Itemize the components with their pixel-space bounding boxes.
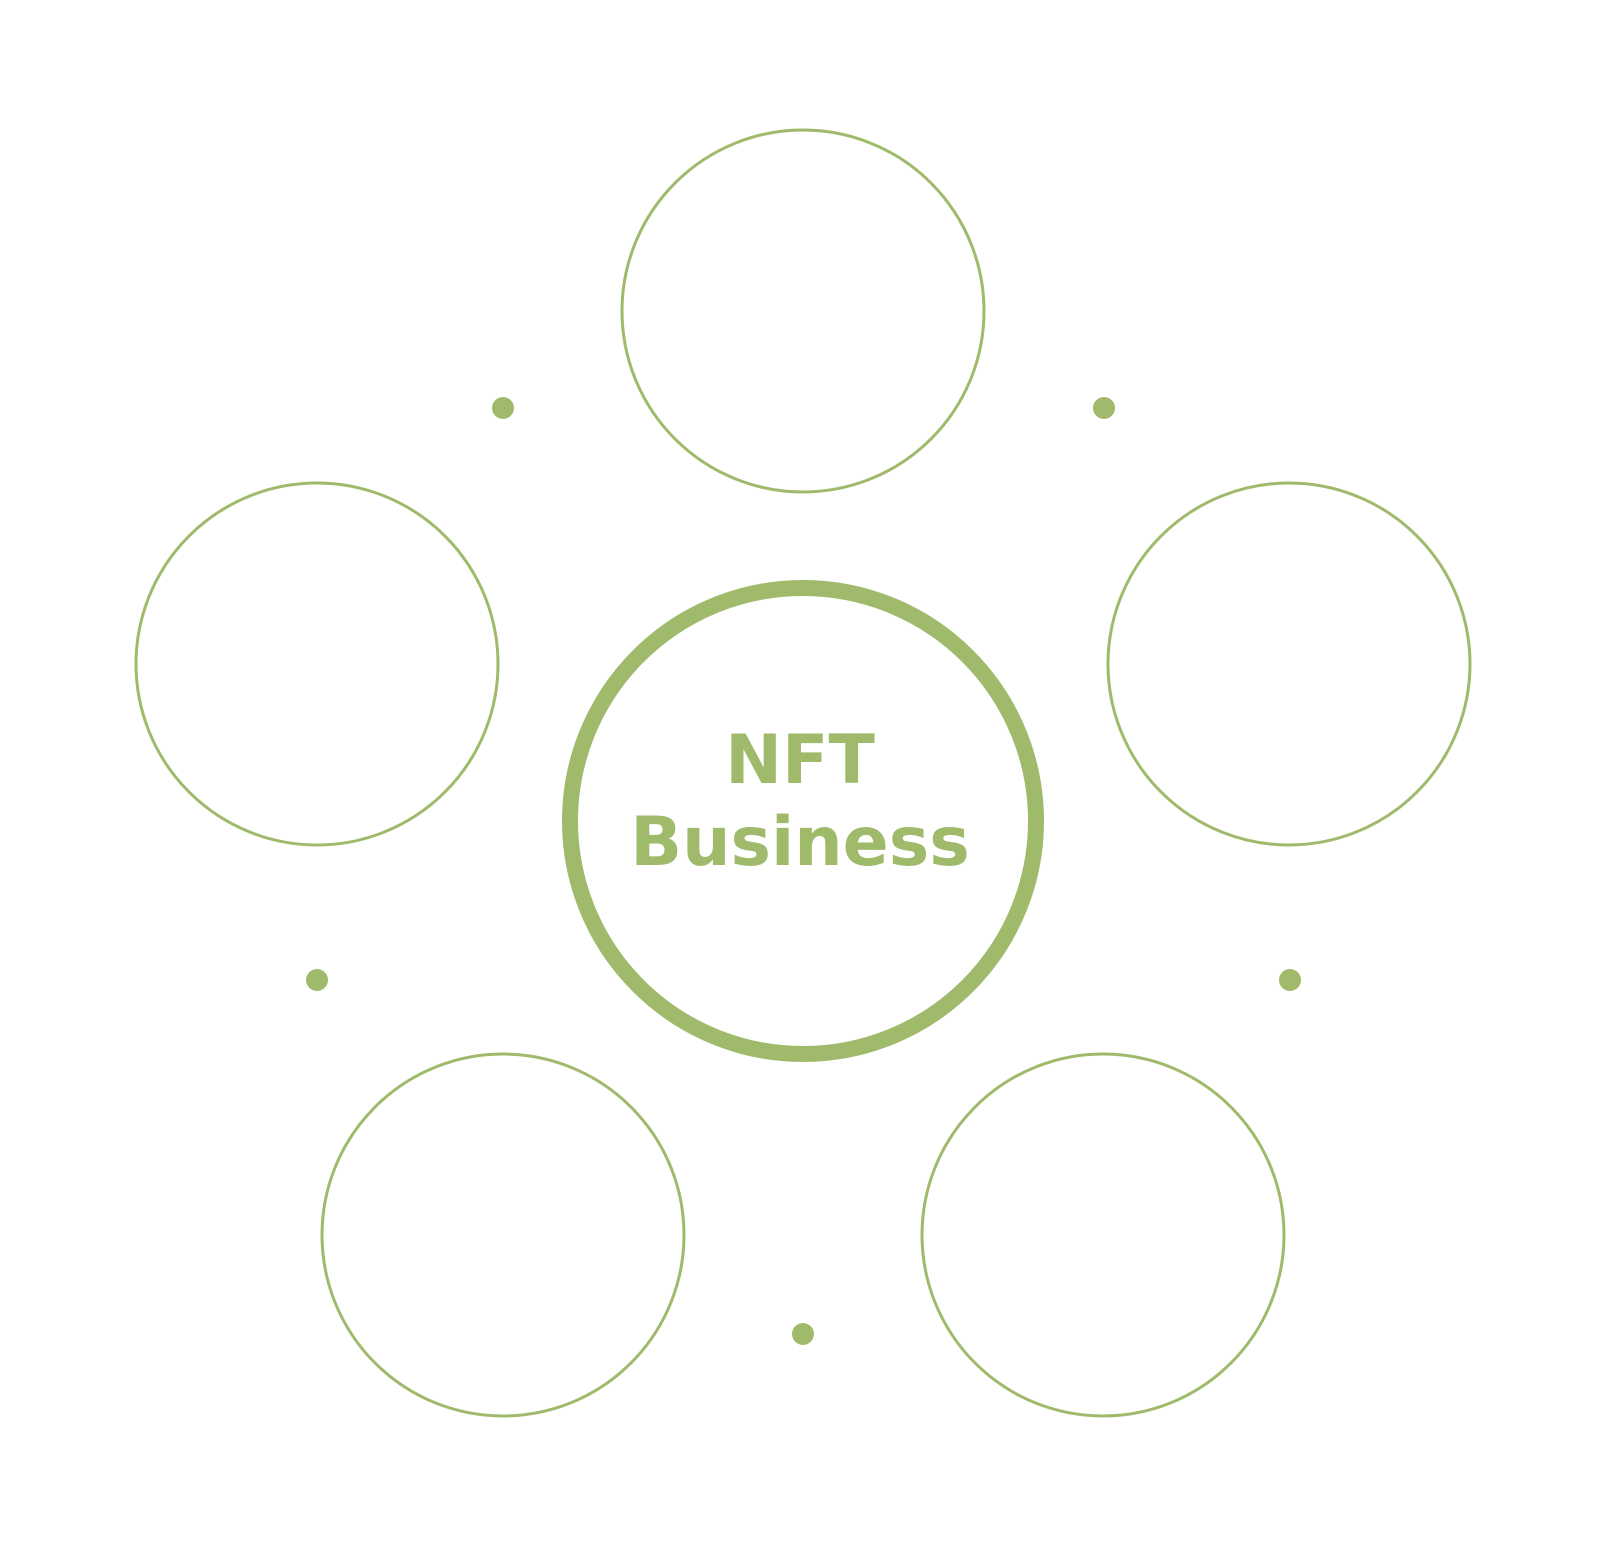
satellite-circle-bottom-left [320, 1052, 686, 1418]
satellite-circle-right [1106, 481, 1472, 847]
connector-dot-left [306, 969, 328, 991]
connector-dot-top-right [1093, 397, 1115, 419]
satellite-circle-left [134, 481, 500, 847]
center-hub-label: NFT Business [584, 720, 1016, 884]
satellite-circle-top [620, 128, 986, 494]
connector-dot-right [1279, 969, 1301, 991]
connector-dot-top-left [492, 397, 514, 419]
center-hub-circle [562, 580, 1044, 1062]
connector-dot-bottom [792, 1323, 814, 1345]
center-hub-label-line2: Business [630, 803, 970, 882]
satellite-circle-bottom-right [920, 1052, 1286, 1418]
center-hub-label-line1: NFT [725, 721, 875, 800]
